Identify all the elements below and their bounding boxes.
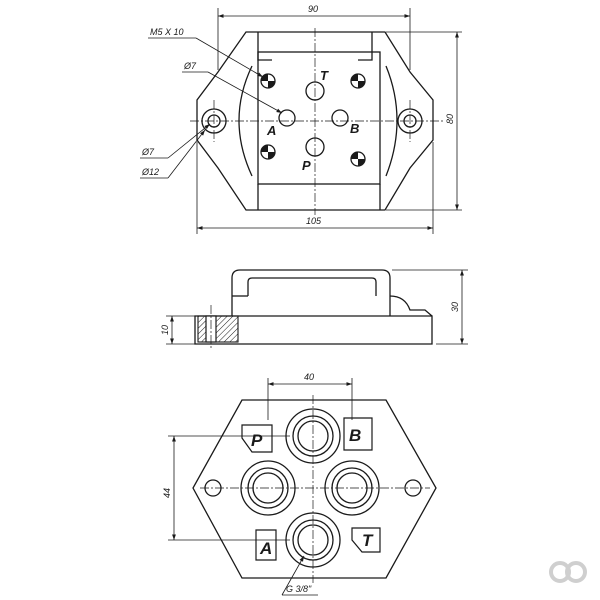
top-thread-hole-tl	[260, 73, 276, 89]
dim-30-text: 30	[450, 302, 460, 312]
top-inner-curve-left	[238, 65, 253, 177]
bottom-label-t: T	[362, 531, 374, 550]
top-mount-hole-left-inner	[207, 114, 221, 128]
top-mount-hole-right-inner	[403, 114, 417, 128]
callout-mount-dia-text: Ø7	[141, 147, 155, 157]
side-view: 30 10	[160, 269, 468, 350]
top-thread-hole-br	[350, 151, 366, 167]
bottom-view: P B A T 40 44 G 3/8"	[162, 372, 437, 596]
top-thread-hole-tr	[350, 73, 366, 89]
bottom-label-p: P	[251, 431, 263, 450]
top-port-t	[305, 81, 325, 101]
bottom-tag-b	[343, 417, 373, 451]
side-base	[194, 315, 433, 345]
bottom-port-left	[240, 460, 296, 516]
top-platform-edge-tl	[257, 32, 272, 61]
side-platform	[231, 269, 391, 316]
top-port-p	[305, 137, 325, 157]
bottom-body-outline	[192, 399, 437, 579]
top-platform	[257, 51, 381, 185]
top-mount-hole-left-outer	[201, 108, 227, 134]
bottom-mount-hole-right	[404, 479, 422, 497]
callout-g38-text: G 3/8"	[286, 584, 312, 594]
bottom-mount-hole-left	[204, 479, 222, 497]
callout-g38-leader	[281, 555, 305, 596]
bottom-label-b: B	[349, 426, 361, 445]
dim-80-text: 80	[445, 114, 455, 124]
top-port-a	[278, 109, 296, 127]
top-port-b	[331, 109, 349, 127]
side-section-hatch	[197, 315, 239, 343]
watermark-logo	[549, 561, 587, 583]
top-view: T A B P 90 80 105 M5 X 10 Ø7 Ø7 Ø12	[140, 4, 462, 234]
dim-40-text: 40	[304, 372, 314, 382]
bottom-port-right	[324, 460, 380, 516]
top-label-b: B	[350, 121, 359, 136]
top-label-t: T	[320, 68, 329, 83]
callout-port-dia-text: Ø7	[183, 61, 197, 71]
top-label-a: A	[266, 123, 276, 138]
dim-10-text: 10	[160, 325, 170, 335]
callout-counterbore-leader	[167, 129, 206, 179]
bottom-tag-a	[255, 529, 277, 561]
callout-m5-text: M5 X 10	[150, 27, 184, 37]
dim-44-text: 44	[162, 488, 172, 498]
callout-m5-leader	[195, 37, 264, 78]
top-thread-hole-bl	[260, 144, 276, 160]
top-mount-hole-right-outer	[397, 108, 423, 134]
top-platform-edge-tr	[358, 32, 373, 61]
top-body-outline	[196, 31, 434, 211]
side-step-right	[389, 295, 433, 317]
side-platform-inner	[247, 277, 377, 296]
top-inner-curve-right	[385, 65, 398, 177]
callout-mount-dia-leader	[167, 123, 211, 159]
dim-105-text: 105	[306, 216, 322, 226]
bottom-tag-t	[351, 527, 381, 553]
callout-port-dia-leader	[207, 71, 283, 114]
dim-90-text: 90	[308, 4, 318, 14]
bottom-label-a: A	[259, 539, 272, 558]
top-label-p: P	[302, 158, 311, 173]
callout-counterbore-text: Ø12	[141, 167, 159, 177]
